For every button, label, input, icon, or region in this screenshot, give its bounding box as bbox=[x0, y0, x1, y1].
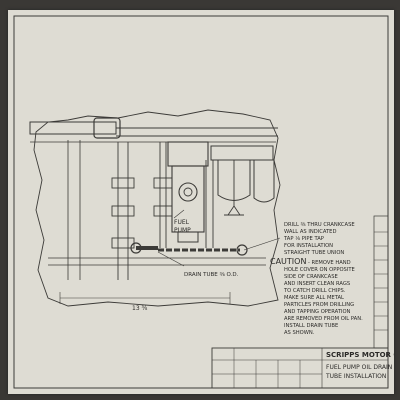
svg-text:AND INSERT CLEAN RAGS: AND INSERT CLEAN RAGS bbox=[284, 281, 350, 287]
dimension-line bbox=[59, 292, 231, 304]
drain-tube-label: DRAIN TUBE ⅜ O.D. bbox=[184, 272, 239, 278]
fuel-pump bbox=[167, 141, 209, 243]
svg-text:TO CATCH DRILL CHIPS.: TO CATCH DRILL CHIPS. bbox=[283, 288, 346, 294]
caution-title: CAUTION bbox=[270, 257, 306, 266]
engine-block bbox=[48, 140, 266, 280]
svg-text:TAP ⅛ PIPE TAP: TAP ⅛ PIPE TAP bbox=[283, 236, 324, 242]
svg-text:MAKE SURE ALL METAL: MAKE SURE ALL METAL bbox=[284, 295, 344, 301]
fuel-pump-label: FUEL bbox=[174, 219, 190, 226]
revision-table bbox=[373, 215, 389, 349]
svg-text:STRAIGHT TUBE UNION: STRAIGHT TUBE UNION bbox=[284, 250, 344, 256]
drill-note: DRILL ⅜ THRU CRANKCASE WALL AS INDICATED… bbox=[283, 222, 355, 256]
svg-text:SIDE OF CRANKCASE: SIDE OF CRANKCASE bbox=[284, 274, 338, 280]
svg-text:DRILL ⅜ THRU CRANKCASE: DRILL ⅜ THRU CRANKCASE bbox=[284, 222, 355, 228]
svg-text:FOR INSTALLATION: FOR INSTALLATION bbox=[284, 243, 333, 249]
drawing-border bbox=[13, 15, 389, 389]
drawing-title-2: TUBE INSTALLATION bbox=[325, 373, 386, 380]
title-block bbox=[211, 347, 389, 389]
svg-text:- REMOVE HAND: - REMOVE HAND bbox=[308, 260, 351, 266]
svg-text:WALL AS INDICATED: WALL AS INDICATED bbox=[284, 229, 336, 235]
svg-text:PARTICLES FROM DRILLING: PARTICLES FROM DRILLING bbox=[284, 302, 354, 308]
svg-text:HOLE COVER ON OPPOSITE: HOLE COVER ON OPPOSITE bbox=[284, 267, 355, 273]
filter-bowl bbox=[210, 145, 275, 216]
drawing-title-1: FUEL PUMP OIL DRAIN bbox=[326, 364, 392, 371]
svg-text:ARE REMOVED FROM OIL PAN.: ARE REMOVED FROM OIL PAN. bbox=[284, 316, 363, 322]
company-name: SCRIPPS MOTOR CO bbox=[326, 351, 394, 359]
engineering-drawing: FUEL PUMP DRILL ⅜ THRU CRANKCASE WALL AS… bbox=[13, 15, 400, 389]
fuel-pump-label-2: PUMP bbox=[174, 227, 191, 234]
svg-text:INSTALL DRAIN TUBE: INSTALL DRAIN TUBE bbox=[284, 323, 338, 329]
svg-text:AND TAPPING OPERATION: AND TAPPING OPERATION bbox=[284, 309, 351, 315]
drain-tube bbox=[130, 242, 248, 256]
top-shaft bbox=[29, 117, 278, 143]
crankcase-outline bbox=[33, 109, 281, 307]
drawing-sheet: FUEL PUMP DRILL ⅜ THRU CRANKCASE WALL AS… bbox=[8, 10, 400, 394]
svg-text:AS SHOWN.: AS SHOWN. bbox=[284, 330, 315, 336]
dimension-label: 13 ⅜ bbox=[132, 305, 148, 312]
caution-body: - REMOVE HAND HOLE COVER ON OPPOSITE SID… bbox=[283, 260, 363, 336]
